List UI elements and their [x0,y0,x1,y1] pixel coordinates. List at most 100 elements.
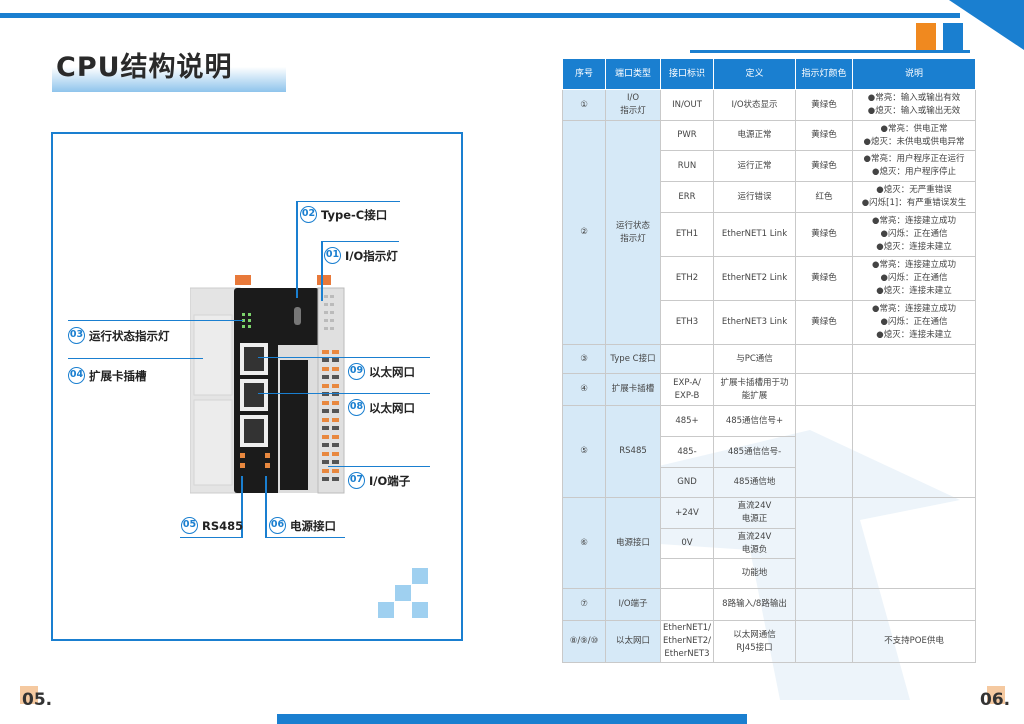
table-row: 功能地 [563,558,976,589]
table-cell: EtherNET2 Link [713,256,796,301]
table-cell: 黄绿色 [795,256,853,301]
table-cell: 485通信信号- [713,436,796,468]
table-cell: ●熄灭：无严重错误 ●闪烁[1]：有严重错误发生 [852,181,976,213]
table-cell [852,373,976,406]
table-cell: 序号 [562,58,606,90]
table-cell: I/O端子 [605,588,661,621]
table-cell: I/O状态显示 [713,89,796,121]
table-cell: ③ [562,344,606,374]
table-cell: 端口类型 [605,58,661,90]
table-cell: I/O 指示灯 [605,89,661,121]
table-cell: 接口标识 [660,58,714,90]
table-cell: ETH2 [660,256,714,301]
table-cell: ETH3 [660,300,714,345]
table-cell: 说明 [852,58,976,90]
table-cell: ●常亮：连接建立成功 ●闪烁：正在通信 ●熄灭：连接未建立 [852,212,976,257]
table-cell [852,588,976,621]
table-cell [660,344,714,374]
table-cell [852,497,976,589]
top-bar [0,13,960,18]
callout-line-06-h [265,537,345,538]
table-cell: 红色 [795,181,853,213]
table-cell: ⑤ [562,405,606,498]
page-number-bg-left [20,686,38,704]
table-cell: PWR [660,120,714,151]
table-cell [795,620,853,663]
table-cell: ④ [562,373,606,406]
table-cell: EtherNET1 Link [713,212,796,257]
table-cell: +24V [660,497,714,529]
callout-line-02-h [296,201,400,202]
callout-line-09 [258,357,430,358]
table-cell: 电源正常 [713,120,796,151]
callout-line-06 [265,476,267,537]
table-cell: 扩展卡插槽用于功 能扩展 [713,373,796,406]
table-cell: 485通信地 [713,467,796,498]
callout-line-01-h [321,241,399,242]
table-cell: EXP-A/ EXP-B [660,373,714,406]
table-cell: 不支持POE供电 [852,620,976,663]
table-cell: 运行错误 [713,181,796,213]
right-rule [690,50,970,53]
callout-line-02 [296,201,298,298]
table-cell: RUN [660,150,714,182]
table-cell: 扩展卡插槽 [605,373,661,406]
diagram-frame [51,132,463,641]
table-cell [660,588,714,621]
table-cell [795,588,853,621]
table-cell: 黄绿色 [795,300,853,345]
cpu-device-illustration [190,275,345,494]
table-cell: ●常亮：连接建立成功 ●闪烁：正在通信 ●熄灭：连接未建立 [852,256,976,301]
callout-line-08 [258,393,430,394]
callout-line-05-h [180,537,243,538]
table-cell: 485- [660,436,714,468]
table-cell: EtherNET1/ EtherNET2/ EtherNET3 [660,620,714,663]
table-cell: 485通信信号+ [713,405,796,437]
table-cell: 以太网通信 RJ45接口 [713,620,796,663]
table-cell: 黄绿色 [795,120,853,151]
table-cell: 运行状态 指示灯 [605,120,661,345]
table-cell: ① [562,89,606,121]
table-cell: RS485 [605,405,661,498]
table-cell: 指示灯颜色 [795,58,853,90]
table-cell [795,405,853,498]
table-cell: 黄绿色 [795,150,853,182]
table-cell: ⑦ [562,588,606,621]
callout-line-05 [241,476,243,537]
table-cell: EtherNET3 Link [713,300,796,345]
table-cell: 运行正常 [713,150,796,182]
table-cell: ●常亮：用户程序正在运行 ●熄灭：用户程序停止 [852,150,976,182]
page-title: CPU结构说明 [52,50,286,92]
page-number-right: 06. [980,690,1011,710]
table-cell: ETH1 [660,212,714,257]
table-cell [795,344,853,374]
table-cell: 电源接口 [605,497,661,589]
table-cell: 直流24V 电源负 [713,528,796,559]
table-cell: ⑥ [562,497,606,589]
callout-line-01 [321,241,323,301]
table-cell: 黄绿色 [795,89,853,121]
table-cell [852,344,976,374]
table-cell: 0V [660,528,714,559]
table-cell: ② [562,120,606,345]
table-row: 序号端口类型接口标识定义指示灯颜色说明 [562,58,976,90]
callout-line-07 [328,466,430,467]
